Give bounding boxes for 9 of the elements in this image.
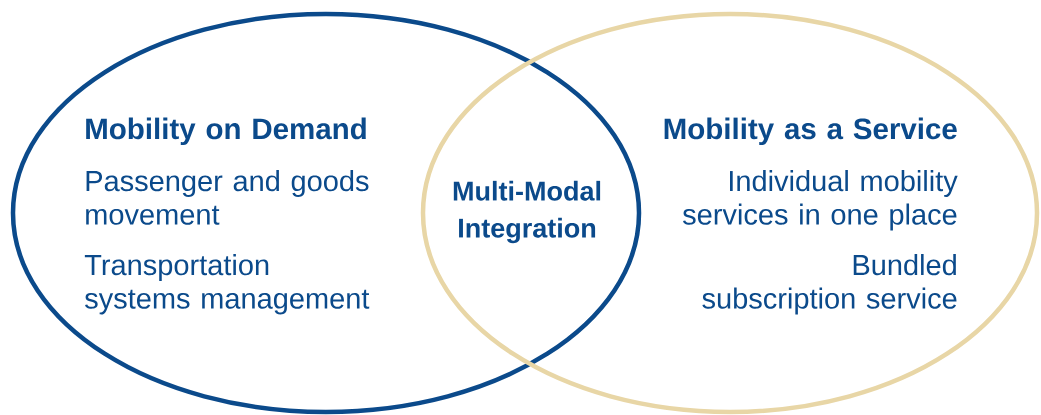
heading: Mobility as a Service [664,117,957,146]
ellipse-outline [420,11,1040,415]
body-text: Passenger and goods movement [86,170,369,225]
ellipse-outline [10,11,642,415]
body-text: Individual mobility services in one place [682,170,958,231]
heading: Mobility on Demand [86,117,366,146]
body-text: Bundled subscription service [702,254,957,315]
body-text: Transportation systems management [84,254,370,315]
overlap-label: Multi-Modal Integration [453,180,601,244]
